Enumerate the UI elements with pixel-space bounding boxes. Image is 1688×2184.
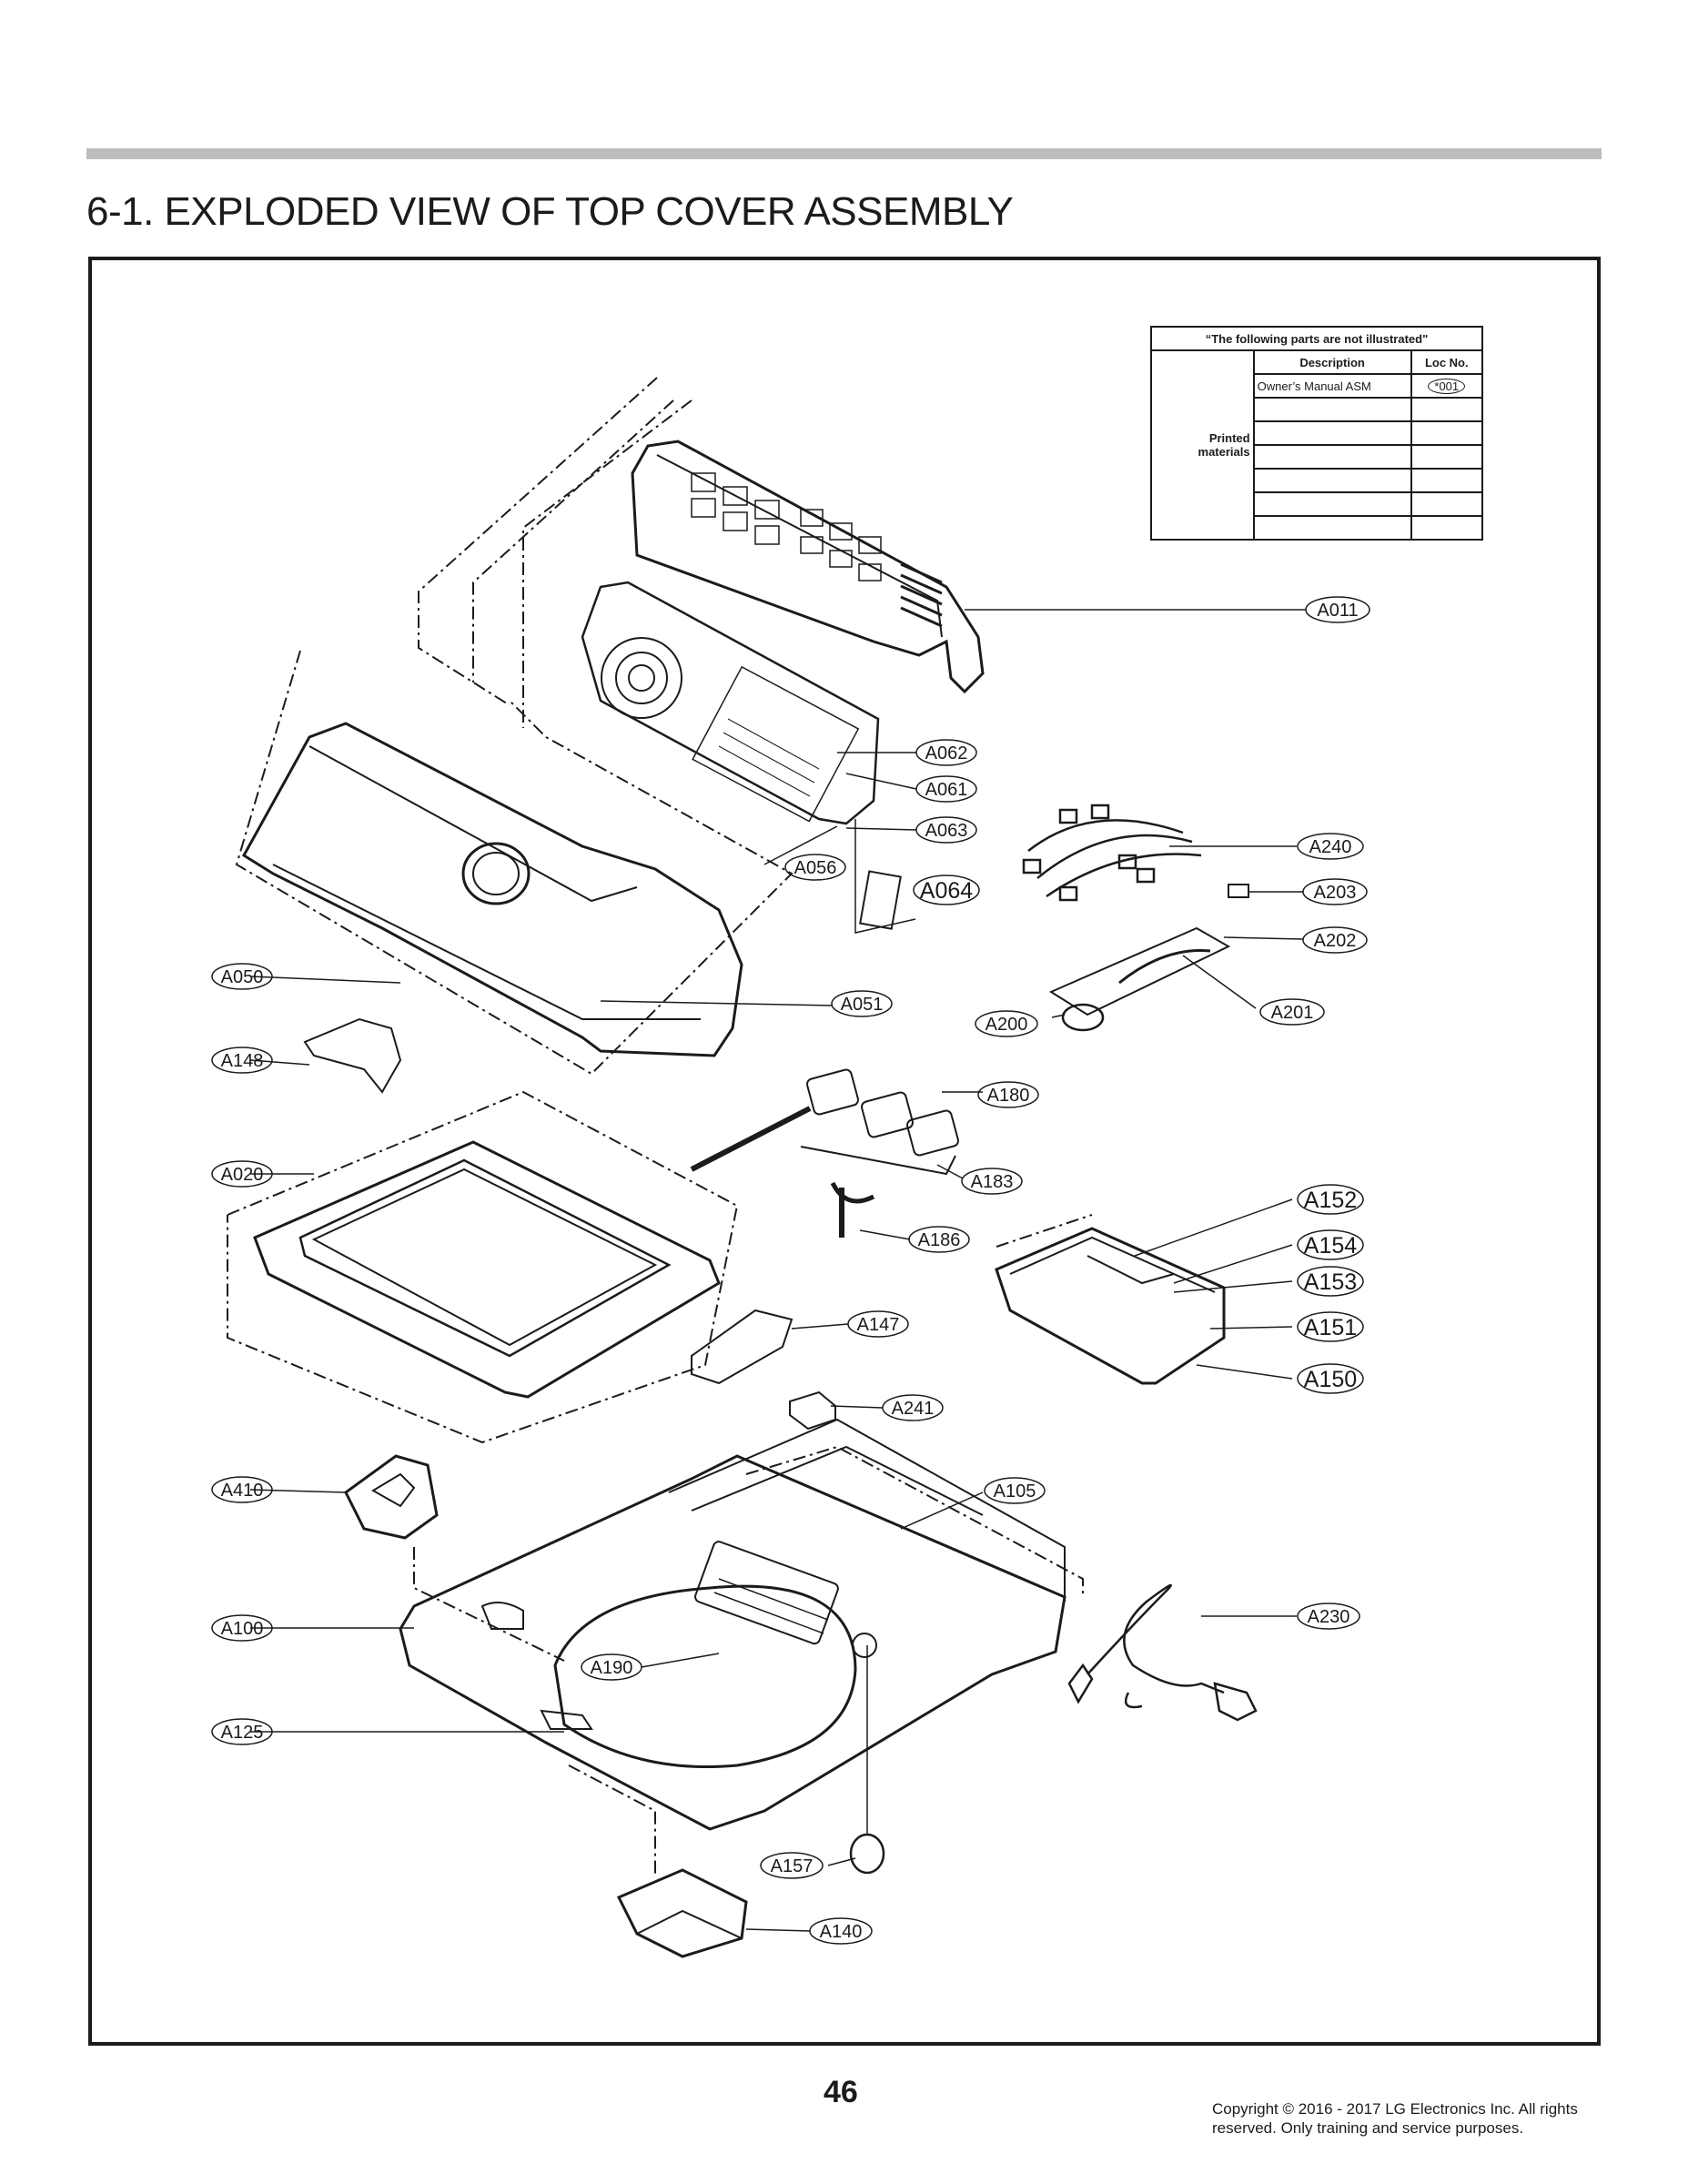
label-A064: A064 (920, 878, 973, 904)
label-A200: A200 (986, 1015, 1028, 1035)
small-board-part (859, 870, 902, 930)
label-A180: A180 (987, 1086, 1030, 1106)
hinge-bracket-part (303, 1017, 402, 1094)
empty-cell (1252, 468, 1412, 493)
knob-part (849, 1833, 885, 1875)
page-title: 6-1. EXPLODED VIEW OF TOP COVER ASSEMBLY (86, 189, 1014, 234)
part-labels: A011 A062 A061 A063 A056 A064 A240 A203 … (221, 601, 1359, 1942)
col-loc: Loc No. (1410, 349, 1484, 375)
empty-cell (1410, 491, 1484, 517)
label-A186: A186 (918, 1230, 961, 1250)
label-A151: A151 (1304, 1315, 1357, 1340)
empty-cell (1410, 397, 1484, 422)
col-description: Description (1252, 349, 1412, 375)
label-A056: A056 (794, 858, 837, 878)
label-A140: A140 (820, 1922, 863, 1942)
rear-panel-part (631, 440, 985, 694)
label-A061: A061 (925, 780, 968, 800)
power-cord-part (1067, 1583, 1258, 1722)
row-description: Owner’s Manual ASM (1252, 373, 1412, 399)
label-A100: A100 (221, 1619, 264, 1639)
label-A152: A152 (1304, 1188, 1357, 1213)
connector-part (1228, 884, 1249, 898)
empty-cell (1252, 515, 1412, 541)
empty-cell (1252, 444, 1412, 470)
label-A148: A148 (221, 1051, 264, 1071)
row-loc: *001 (1410, 373, 1484, 399)
label-A230: A230 (1308, 1607, 1350, 1627)
ring-part (344, 1454, 439, 1540)
label-A050: A050 (221, 967, 264, 987)
label-ovals (211, 596, 1370, 1945)
page-number: 46 (824, 2075, 858, 2109)
label-A011: A011 (1317, 601, 1358, 621)
label-A150: A150 (1304, 1367, 1357, 1392)
label-A410: A410 (221, 1481, 264, 1501)
empty-cell (1252, 397, 1412, 422)
switch-part (616, 1868, 748, 1958)
label-A183: A183 (971, 1172, 1014, 1192)
label-A062: A062 (925, 743, 968, 763)
not-illustrated-table: “The following parts are not illustrated… (1150, 326, 1484, 541)
label-A241: A241 (892, 1399, 935, 1419)
pressure-sensor-part (1048, 926, 1231, 1032)
label-A051: A051 (841, 995, 884, 1015)
header-rule (86, 148, 1602, 159)
empty-cell (1410, 468, 1484, 493)
top-plate-part (399, 1418, 1066, 1831)
label-A153: A153 (1304, 1269, 1357, 1295)
label-A020: A020 (221, 1165, 264, 1185)
lid-lock-bracket-part (691, 1309, 793, 1385)
empty-cell (1410, 444, 1484, 470)
pcb-assembly-part (581, 581, 880, 825)
diagram-frame (88, 257, 1601, 2046)
label-A105: A105 (994, 1481, 1036, 1502)
label-A147: A147 (857, 1315, 900, 1335)
label-A203: A203 (1314, 883, 1357, 903)
not-illustrated-heading: “The following parts are not illustrated… (1150, 326, 1483, 351)
empty-cell (1252, 420, 1412, 446)
water-valve-part (690, 1068, 959, 1238)
lid-part (253, 1140, 721, 1399)
empty-cell (1410, 420, 1484, 446)
leader-lines (249, 609, 1306, 1932)
control-panel-cover-part (241, 722, 743, 1057)
label-A063: A063 (925, 821, 968, 841)
label-A157: A157 (771, 1856, 814, 1876)
group-label: Printed materials (1150, 349, 1255, 541)
group-outline (227, 377, 1093, 1875)
loc-badge: *001 (1428, 378, 1466, 394)
label-A190: A190 (591, 1658, 633, 1678)
label-A154: A154 (1304, 1233, 1357, 1259)
label-A201: A201 (1271, 1003, 1314, 1023)
copyright-notice: Copyright © 2016 - 2017 LG Electronics I… (1212, 2100, 1578, 2137)
empty-cell (1410, 515, 1484, 541)
dispenser-drawer-part (995, 1227, 1226, 1385)
label-A240: A240 (1309, 837, 1352, 857)
wire-harness-part (1022, 804, 1202, 902)
label-A202: A202 (1314, 931, 1357, 951)
empty-cell (1252, 491, 1412, 517)
label-A125: A125 (221, 1723, 264, 1743)
